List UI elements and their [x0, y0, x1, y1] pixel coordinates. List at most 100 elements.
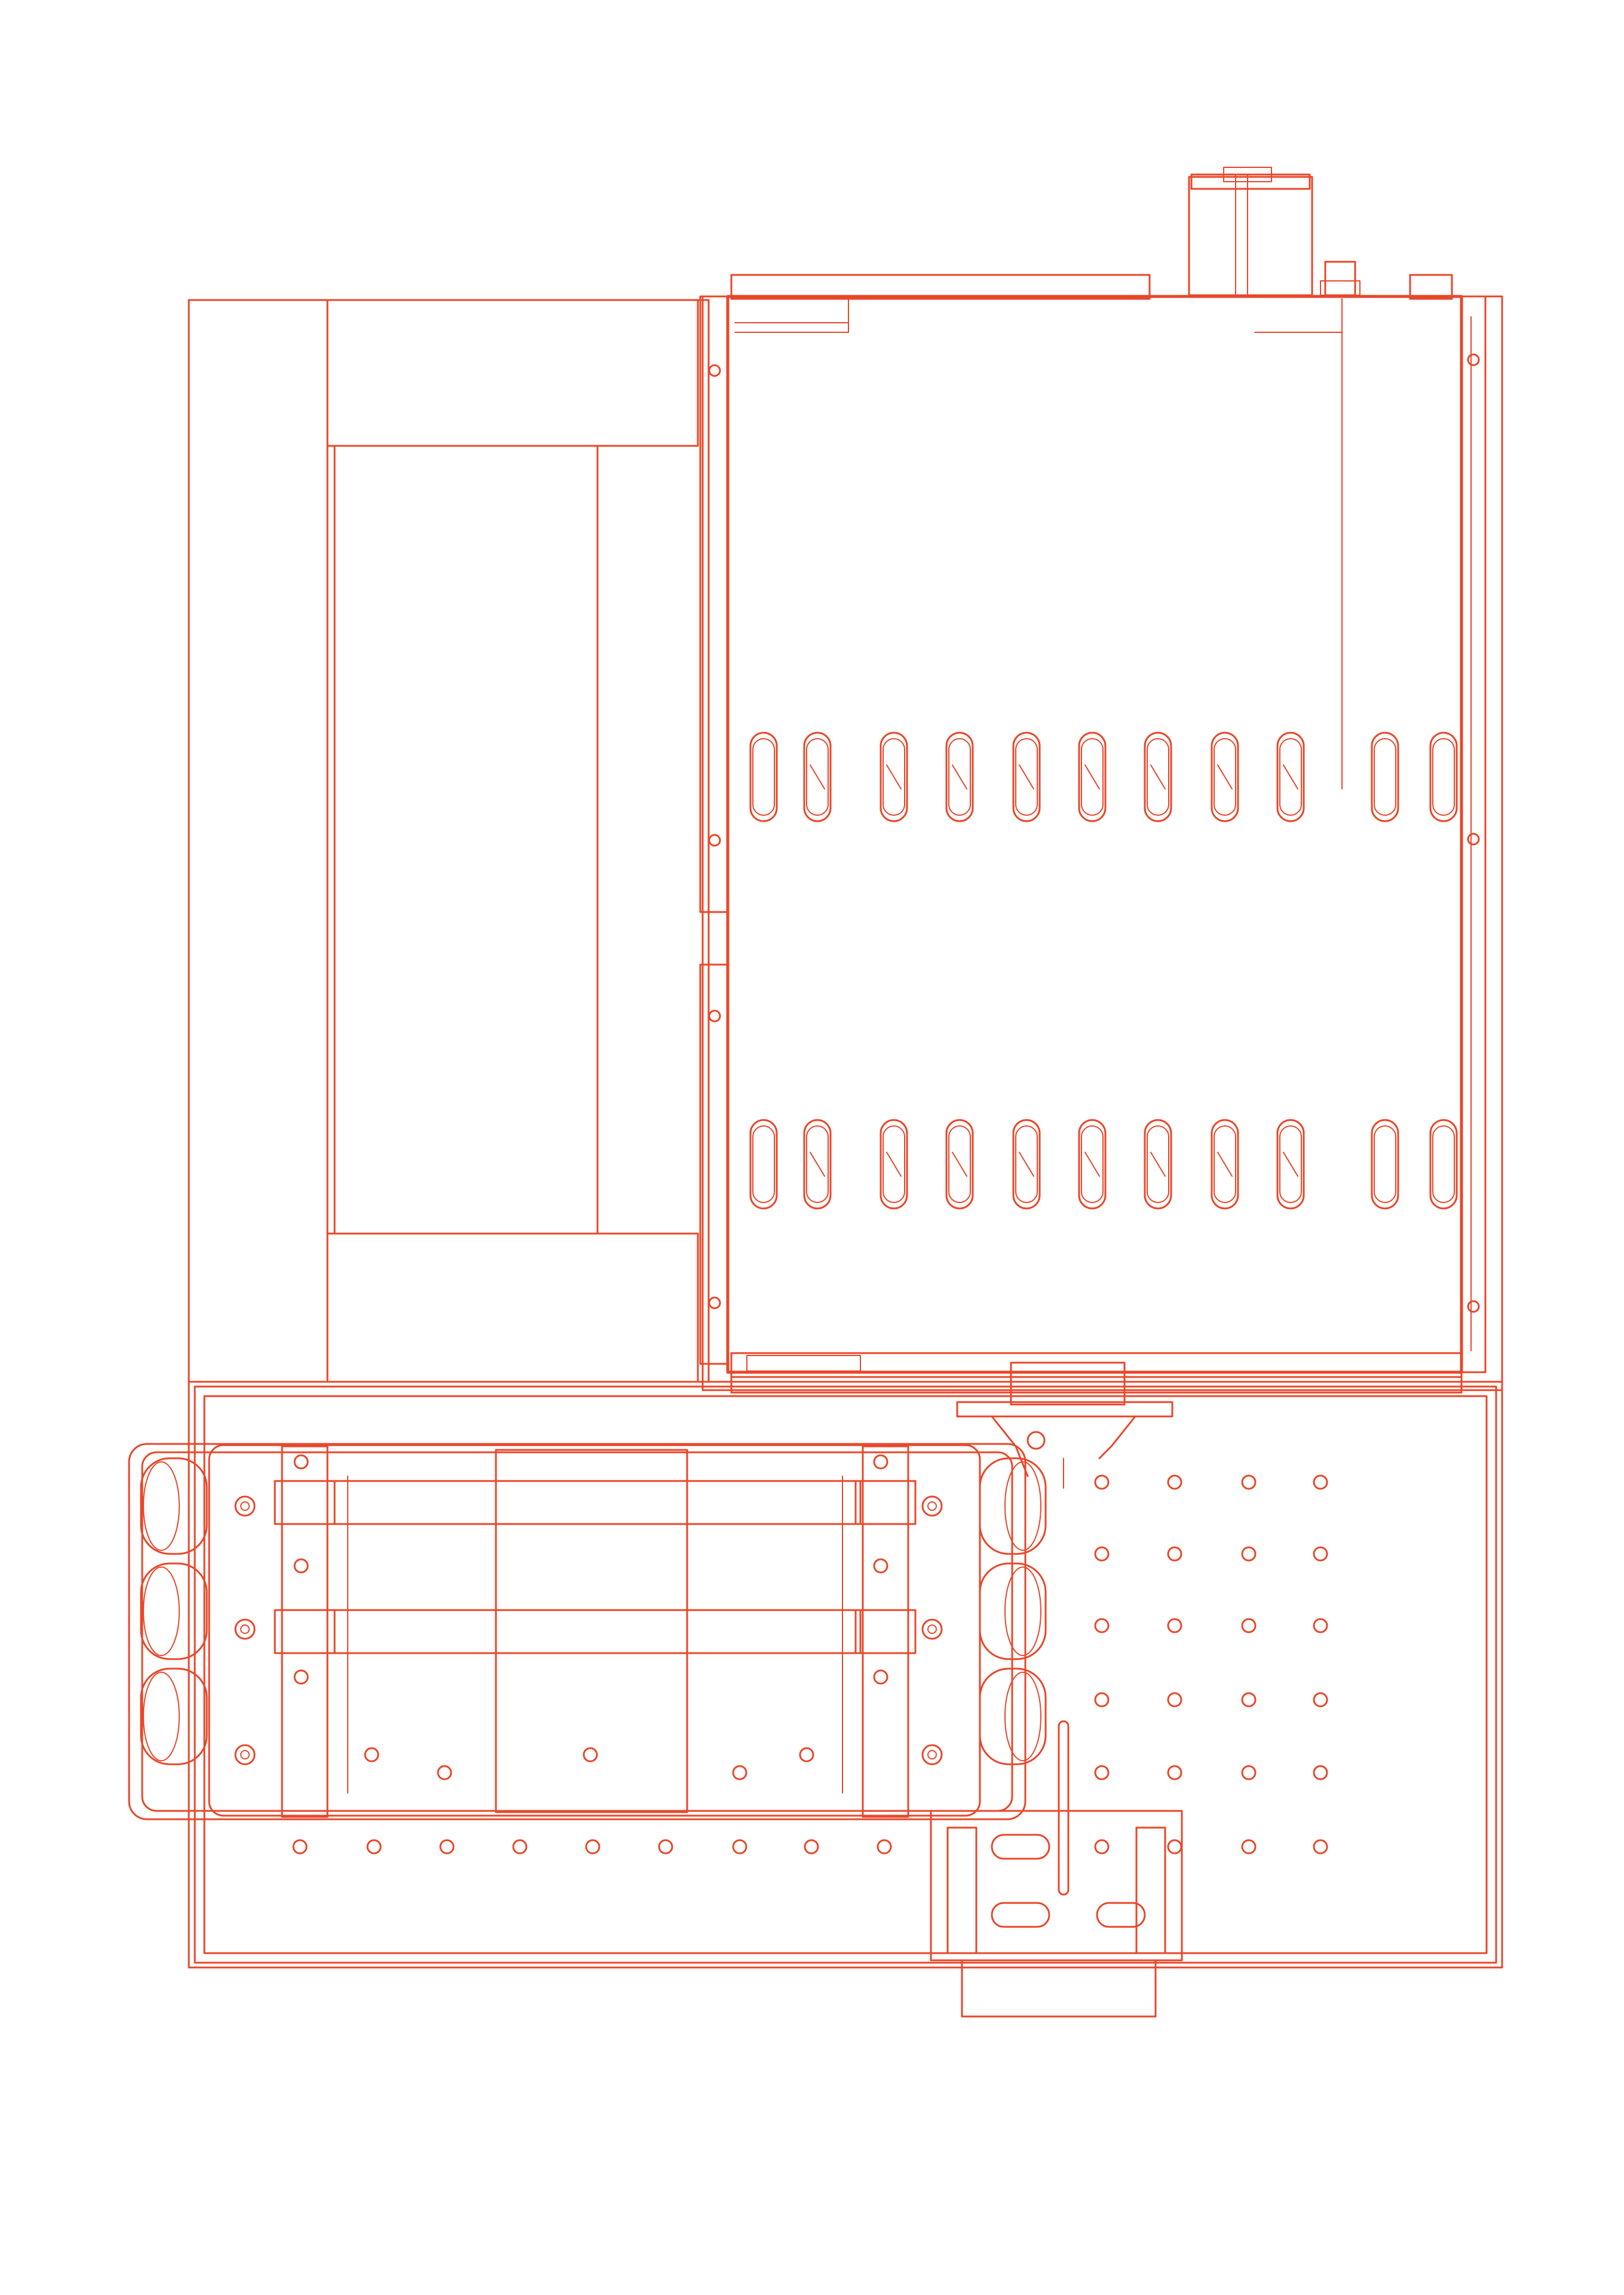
carriage-clamp-right [862, 1445, 909, 1818]
cabinet-screw-hole [1467, 833, 1480, 846]
roller-left [140, 1667, 208, 1765]
tray-hole-grid [1094, 1474, 1328, 1855]
lower-slot-inner [948, 1125, 971, 1203]
hinge-pin [1027, 1431, 1046, 1450]
tray-row-hole [366, 1839, 382, 1855]
upper-slot [945, 732, 974, 822]
carriage-hole [293, 1669, 309, 1685]
lower-slot [1276, 1119, 1305, 1210]
lower-slot-inner [883, 1125, 905, 1203]
clamp-left-block-lower [274, 1609, 336, 1654]
tray-bottom-tab [961, 1959, 1157, 2018]
carriage-hole [293, 1558, 309, 1574]
bracket-rib-right [1135, 1826, 1166, 1954]
motor-housing [1188, 176, 1313, 296]
upper-slot [1371, 732, 1399, 822]
lower-slot-inner [1147, 1125, 1169, 1203]
tray-row-hole [585, 1839, 600, 1855]
carriage-hole [437, 1765, 452, 1780]
tray-grid-hole [1241, 1546, 1257, 1562]
tray-grid-hole [1167, 1474, 1182, 1490]
carriage-bolt-head [921, 1618, 943, 1640]
carriage-bolt-center [927, 1624, 937, 1634]
upper-slot-detail [952, 764, 967, 790]
hinge-bracket [956, 1361, 1173, 1489]
cabinet-bottom-tab [746, 1355, 861, 1372]
bracket-slot-middle [991, 1902, 1050, 1928]
cabinet-screw-hole [708, 364, 721, 377]
tray-grid-hole [1094, 1692, 1110, 1708]
lower-slot [1078, 1119, 1107, 1210]
upper-slot [1078, 732, 1107, 822]
bracket-rib-left [946, 1826, 978, 1954]
upper-slot [1012, 732, 1041, 822]
tray-grid-hole [1094, 1618, 1110, 1633]
roller-right-face [1004, 1461, 1041, 1551]
roller-right [979, 1562, 1047, 1660]
tray-outer [188, 1381, 1503, 1969]
upper-slot-detail [1084, 764, 1100, 790]
lower-slot [1144, 1119, 1172, 1210]
lower-slot [945, 1119, 974, 1210]
roller-right-face [1004, 1566, 1041, 1656]
lower-slot-inner [1279, 1125, 1302, 1203]
mount-bracket [930, 1720, 1183, 1962]
carriage-bolt-head [234, 1618, 256, 1640]
lower-slot-detail [1283, 1152, 1298, 1177]
carriage-bolt-head [234, 1744, 256, 1765]
tray-grid-hole [1167, 1839, 1182, 1855]
lower-slot [803, 1119, 832, 1210]
left-housing [188, 299, 710, 1383]
upper-slot [1211, 732, 1239, 822]
clamp-right-block-upper [854, 1480, 917, 1525]
carriage-bolt-center [240, 1501, 250, 1511]
tray-inner-floor [203, 1395, 1488, 1954]
tray-grid-hole [1167, 1692, 1182, 1708]
tray-grid-hole [1313, 1618, 1328, 1633]
cabinet-body [726, 295, 1463, 1374]
cabinet-screw-hole [1467, 353, 1480, 366]
hinge-plate [1010, 1361, 1126, 1406]
hinge-flange [956, 1401, 1173, 1418]
cabinet-left-flange-lower [699, 963, 729, 1365]
tray-hole-row [292, 1839, 892, 1855]
hinge-leg-left [991, 1415, 1029, 1477]
upper-slot-inner [883, 738, 905, 816]
upper-slot-detail [1217, 764, 1233, 790]
lower-slot [1371, 1119, 1399, 1210]
carriage-holes [234, 1454, 943, 1780]
upper-slot-inner [948, 738, 971, 816]
cabinet-screw-hole [708, 834, 721, 847]
cabinet-bottom-edge [730, 1376, 1463, 1394]
carriage-bolt-head [921, 1495, 943, 1517]
lower-slot [1429, 1119, 1458, 1210]
lower-slot-detail [1084, 1152, 1100, 1177]
motor-knob [1324, 261, 1356, 296]
carriage-bolt-head [921, 1744, 943, 1765]
tray-grid-hole [1094, 1546, 1110, 1562]
cabinet [699, 274, 1503, 1394]
lower-slot-inner [1081, 1125, 1104, 1203]
cabinet-screw-hole [708, 1296, 721, 1309]
upper-slot-inner [1015, 738, 1038, 816]
carriage-clamp-left [281, 1445, 329, 1818]
cabinet-screw-hole [1467, 1300, 1480, 1313]
tray-grid-hole [1241, 1765, 1257, 1780]
bracket-slot-upper [991, 1834, 1050, 1860]
upper-slot-inner [806, 738, 829, 816]
upper-slot-inner [752, 738, 775, 816]
tray-grid-hole [1313, 1546, 1328, 1562]
carriage-rail-upper [333, 1480, 862, 1525]
tray-grid-hole [1313, 1839, 1328, 1855]
bracket-vertical-slot [1058, 1720, 1070, 1896]
upper-slot [880, 732, 908, 822]
upper-slot-inner [1081, 738, 1104, 816]
lower-slot-inner [806, 1125, 829, 1203]
cabinet-screw-holes [708, 353, 1480, 1313]
roller-right-face [1004, 1672, 1041, 1761]
carriage-bolt-head [234, 1495, 256, 1517]
carriage-bolt-center [240, 1624, 250, 1634]
tray-grid-hole [1094, 1474, 1110, 1490]
lower-tray [188, 1381, 1503, 2018]
cabinet-left-flange-upper [699, 295, 729, 913]
